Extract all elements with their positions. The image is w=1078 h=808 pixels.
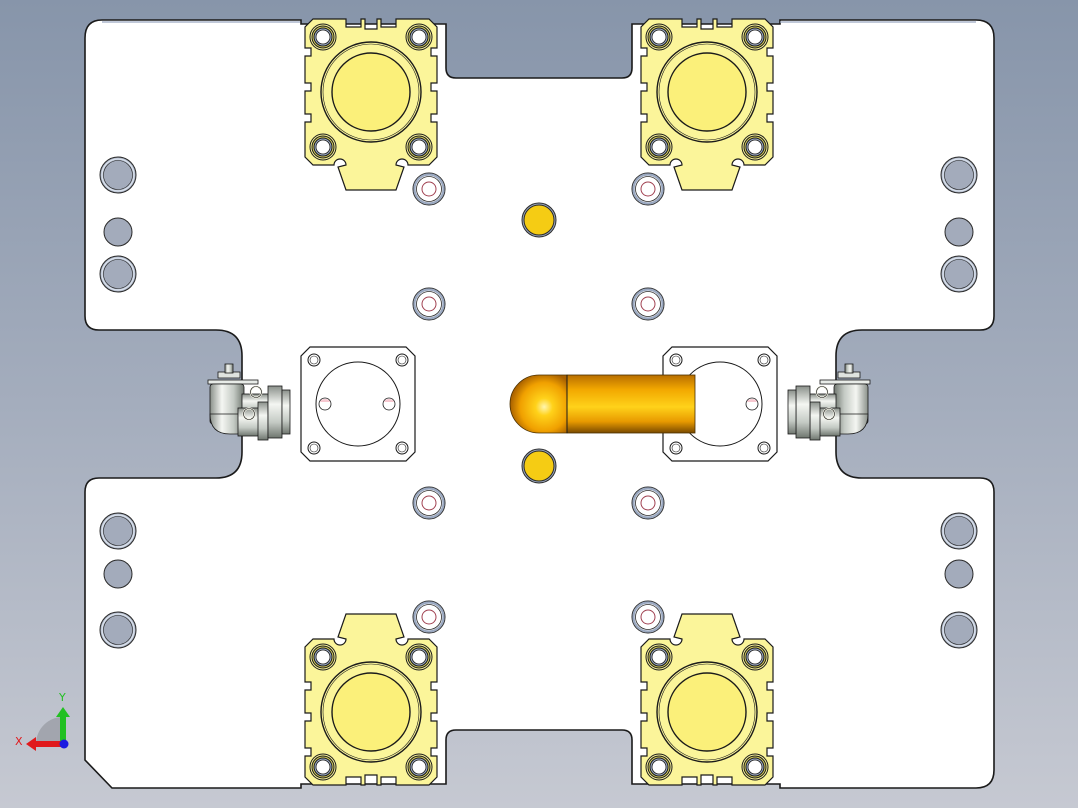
y-axis-label: Y [58,691,66,704]
left-mounting-holes [99,156,137,649]
right-mounting-holes [940,156,978,649]
z-axis-dot [59,739,69,749]
left-flange[interactable] [300,346,416,462]
right-flange[interactable] [662,346,778,462]
y-axis-arrow [56,707,70,744]
bottom-right-cylinder[interactable] [641,614,773,785]
center-push-rod[interactable] [509,374,696,434]
bottom-left-cylinder[interactable] [305,614,437,785]
coordinate-triad: Y X [15,691,70,751]
upper-locating-pin[interactable] [521,202,557,238]
top-left-cylinder[interactable] [305,19,437,190]
top-right-cylinder[interactable] [641,19,773,190]
x-axis-arrow [26,737,63,751]
x-axis-label: X [15,735,23,748]
lower-locating-pin[interactable] [521,448,557,484]
